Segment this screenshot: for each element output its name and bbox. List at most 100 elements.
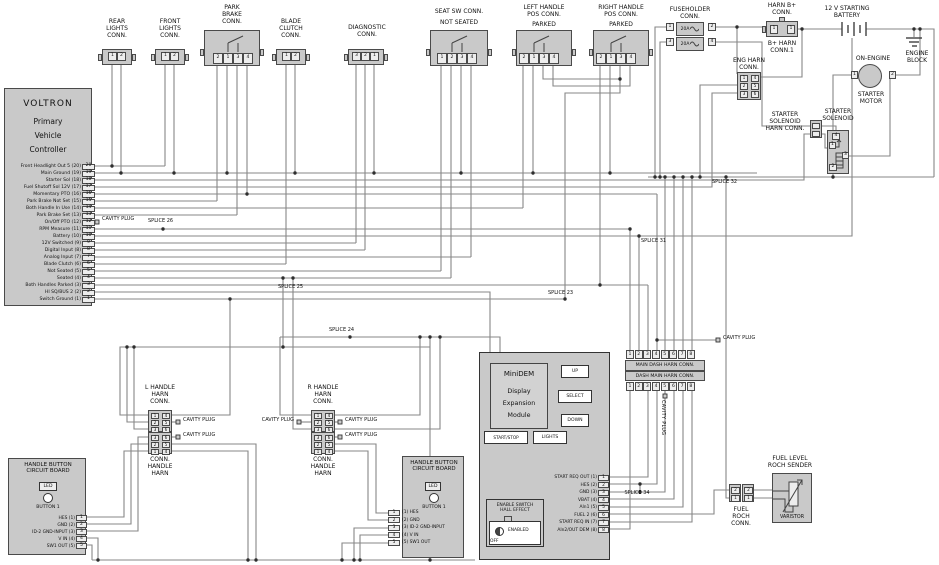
board-pin-row: ID-2 GND-INPUT (3) 3 (13, 529, 87, 536)
connector-ear (649, 49, 653, 56)
battery-label: 12 V STARTING BATTERY (824, 5, 870, 20)
minidem-pin-label: FUEL 2 (6) (574, 512, 597, 518)
pin: 2 (889, 71, 896, 79)
board-pin-row: V IN (4) 4 (13, 536, 87, 543)
voltron-pin-label: Seated (4) (56, 276, 81, 281)
voltron-pin-row: Switch Ground (1) 1 (7, 296, 95, 303)
splice-24-label: SPLICE 24 (329, 327, 355, 333)
left-handle-pos-conn-label: LEFT HANDLE POS CONN. (523, 4, 565, 19)
off-label: OFF (490, 539, 499, 544)
pin: 6 (325, 435, 333, 441)
pin: 5 (660, 381, 669, 391)
solenoid-harn-conn (810, 120, 822, 138)
pin: 4 (751, 75, 759, 82)
pin: 7 (678, 350, 687, 359)
seat-sw-state-label: NOT SEATED (439, 19, 479, 26)
connector-ear (488, 49, 492, 56)
voltron-pin-number: 10 (82, 233, 95, 240)
board-pin-number: 1 (388, 509, 400, 516)
junction-dots (96, 25, 922, 562)
button-1 (429, 493, 439, 503)
board-pin-number: 3 (76, 529, 87, 535)
minidem-module: MiniDEM Display Expansion Module UP SELE… (479, 352, 610, 560)
voltron-controller: VOLTRON Primary Vehicle Controller Front… (4, 88, 95, 306)
voltron-pin-row: Blade Clutch (6) 6 (7, 261, 95, 268)
enabled-label: ENABLED (508, 528, 529, 533)
voltron-pin-label: 12V Switched (9) (41, 241, 81, 246)
voltron-pin-row: Both Handles Parked (3) 3 (7, 282, 95, 289)
r-handle-harn-conn-label: R HANDLE HARN CONN. (307, 384, 339, 406)
voltron-pin-row: On/Off PTO (12) 12 (7, 219, 95, 226)
switch-symbol (533, 35, 550, 52)
pin: 4 (708, 38, 716, 46)
varistor-symbol (773, 479, 803, 513)
on-engine-label: ON-ENGINE (855, 55, 891, 62)
minidem-display: MiniDEM Display Expansion Module (490, 363, 548, 429)
pin (812, 123, 820, 129)
connector-ear (260, 49, 264, 56)
pin: 2 (519, 53, 529, 64)
pin: 3 (616, 53, 626, 64)
pin (812, 131, 820, 137)
pin: 3 (666, 38, 674, 46)
board-pin-row: SW1 OUT (5) 5 (13, 543, 87, 550)
fuse-rating: 20A (680, 26, 690, 32)
voltron-pin-number: 3 (82, 282, 95, 289)
board-pin-row: 3 (3) ID-2 GND-INPUT (388, 524, 462, 532)
board-pin-label: SW1 OUT (5) (46, 543, 75, 549)
blade-clutch-conn-label: BLADE CLUTCH CONN. (279, 18, 303, 40)
eng-harn-conn-label: ENG HARN CONN. (732, 57, 766, 72)
voltron-pin-row: Battery (10) 10 (7, 233, 95, 240)
voltron-pin-number: 13 (82, 212, 95, 219)
minidem-pin-number: 4 (598, 497, 609, 504)
connector-ear (200, 49, 204, 56)
led-indicator: LED (425, 482, 441, 491)
voltron-pin-label: Battery (10) (53, 234, 81, 239)
pin: 1 (770, 25, 778, 34)
voltron-pin-label: RPM Measure (11) (39, 227, 81, 232)
lights-button: LIGHTS (533, 431, 567, 444)
pin: 1 (314, 413, 322, 419)
fuse-2: 20A (676, 37, 704, 51)
button-1-label: BUTTON 1 (36, 505, 60, 510)
cavity-plug-label: CAVITY PLUG (723, 335, 756, 341)
pin: 5 (325, 420, 333, 426)
pin: 6 (669, 350, 678, 359)
handle-button-board-right: HANDLE BUTTON CIRCUIT BOARD LED BUTTON 1 (402, 456, 464, 558)
fuel-level-sender: VARISTOR (772, 473, 812, 523)
conn-handle-harn-label: CONN. HANDLE HARN (310, 456, 336, 478)
connector-ear (306, 54, 310, 61)
pin: 3 (539, 53, 549, 64)
splice-23-label: SPLICE 23 (548, 290, 574, 296)
pin: 3 (457, 53, 467, 64)
pin: 2 (314, 442, 322, 448)
button-1 (43, 493, 53, 503)
voltron-pin-row: RPM Measure (11) 11 (7, 226, 95, 233)
dash-main-harn-conn: DASH MAIN HARN CONN. (625, 370, 705, 382)
voltron-pin-label: Digital Input (8) (44, 248, 81, 253)
rear-lights-conn-label: REAR LIGHTS CONN. (106, 18, 128, 40)
pin: 2 (170, 52, 179, 61)
ground-symbol (906, 37, 922, 47)
voltron-pin-row: 12V Switched (9) 9 (7, 240, 95, 247)
start-stop-button: START/STOP (484, 431, 528, 444)
pin: 1 (151, 413, 159, 419)
pin: 3 (233, 53, 243, 64)
voltron-pin-label: Park Brake Not Set (15) (27, 199, 81, 204)
voltron-pin-number: 15 (82, 198, 95, 205)
minidem-pin-row: HES (2) 2 (545, 482, 609, 490)
board-pin-label: (3) ID-2 GND-INPUT (402, 525, 445, 531)
minidem-pin-number: 5 (598, 504, 609, 511)
down-button: DOWN (561, 414, 589, 427)
minidem-pin-number: 6 (598, 512, 609, 519)
cavity-plug-markers (94, 219, 721, 440)
park-brake-conn-label: PARK BRAKE CONN. (222, 4, 242, 26)
minidem-pin-list: START REQ OUT (1) 1 HES (2) 2 GND (3) 3 … (545, 474, 609, 534)
minidem-pin-label: START REQ IN (7) (559, 520, 597, 526)
voltron-pin-row: Starter Sol (18) 18 (7, 177, 95, 184)
button-1-label: BUTTON 1 (422, 505, 446, 510)
voltron-subtitle: Primary Vehicle Controller (29, 117, 67, 154)
